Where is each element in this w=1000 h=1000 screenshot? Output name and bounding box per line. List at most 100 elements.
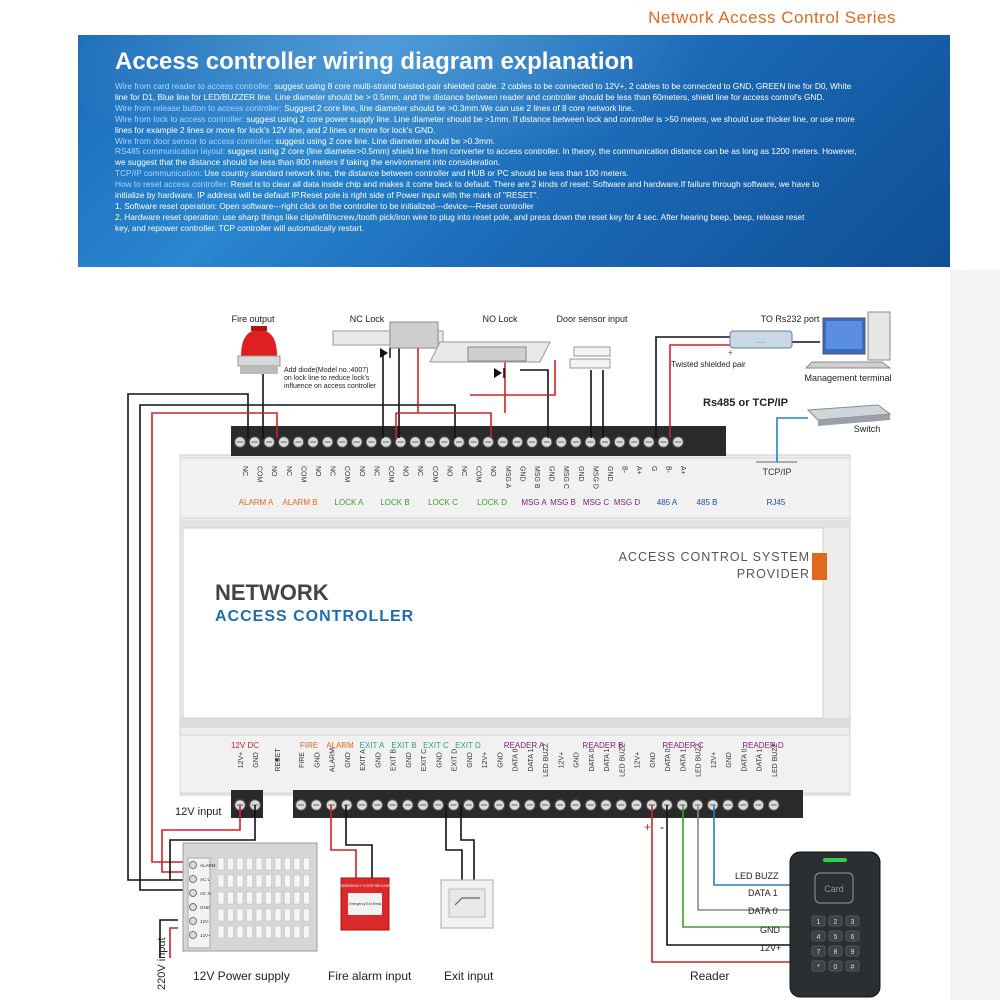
psu-terminal-screw[interactable] bbox=[189, 875, 197, 883]
beacon-dome-icon bbox=[241, 330, 277, 356]
banner-line: 2. Hardware reset operation: use sharp t… bbox=[115, 212, 915, 223]
top-terminal-label: NC bbox=[285, 466, 292, 476]
top-terminal-label: COM bbox=[475, 466, 482, 483]
bottom-group-label: EXIT B bbox=[391, 741, 416, 750]
psu-terminal-screw[interactable] bbox=[189, 917, 197, 925]
psu-terminal-screw[interactable] bbox=[189, 889, 197, 897]
controller-top-panel bbox=[179, 457, 851, 519]
top-terminal-label: NO bbox=[358, 466, 365, 477]
keypad-key-label: 7 bbox=[817, 949, 821, 956]
bottom-terminal-label: DATA 0 bbox=[513, 748, 520, 771]
top-terminal-label: MSG A bbox=[504, 466, 511, 489]
top-terminal-label: COM bbox=[431, 466, 438, 483]
bottom-group-label: FIRE bbox=[300, 741, 318, 750]
switch-device: Rs485 or TCP/IP Switch bbox=[703, 397, 892, 434]
fire-output-label: Fire output bbox=[231, 314, 275, 324]
no-lock-device: NO Lock bbox=[429, 314, 551, 378]
banner-line-text: Use country standard network line, the d… bbox=[202, 168, 629, 179]
bottom-group-label: EXIT D bbox=[455, 741, 481, 750]
keypad-key[interactable] bbox=[845, 915, 860, 927]
fire-alarm-box-top: EMERGENCY DOOR RELEASE bbox=[339, 884, 391, 888]
banner-title: Access controller wiring diagram explana… bbox=[115, 48, 634, 75]
bottom-terminal-label: FIRE bbox=[299, 752, 306, 768]
reset-dot-icon[interactable] bbox=[275, 758, 279, 762]
psu-terminal-label: AC N bbox=[200, 891, 211, 896]
fire-alarm-device: EMERGENCY DOOR RELEASE Emergency Exit Br… bbox=[328, 877, 412, 983]
top-terminal-label: GND bbox=[518, 466, 525, 482]
top-group-label: MSG D bbox=[614, 498, 640, 507]
keypad-key[interactable] bbox=[811, 930, 826, 942]
keypad-key-label: 3 bbox=[851, 919, 855, 926]
bottom-terminal-label: ALARM bbox=[330, 748, 337, 772]
bottom-terminal-label: 12V+ bbox=[558, 752, 565, 769]
keypad-key[interactable] bbox=[811, 945, 826, 957]
top-group-label: 485 B bbox=[697, 498, 718, 507]
psu-terminal-screw[interactable] bbox=[189, 903, 197, 911]
banner-line-text: 1. Software reset operation: Open softwa… bbox=[115, 200, 534, 211]
exit-device: Exit input bbox=[440, 879, 494, 983]
diode-icon bbox=[380, 348, 388, 358]
top-terminal-label: MSG D bbox=[591, 466, 598, 489]
psu-terminal-screw[interactable] bbox=[189, 861, 197, 869]
bottom-terminal-label: GND bbox=[314, 752, 321, 768]
diode-note-3: influence on access controller bbox=[284, 383, 377, 390]
keypad-key[interactable] bbox=[828, 945, 843, 957]
keypad-key[interactable] bbox=[828, 930, 843, 942]
banner-line: 1. Software reset operation: Open softwa… bbox=[115, 201, 915, 212]
keypad-key[interactable] bbox=[811, 915, 826, 927]
top-terminal-label: COM bbox=[256, 466, 263, 483]
fire-output-device: Fire output bbox=[231, 314, 281, 374]
keypad-key[interactable] bbox=[845, 930, 860, 942]
banner-line-text: lines for example 2 lines or more for lo… bbox=[115, 124, 436, 135]
bottom-group-label: READER A bbox=[504, 741, 545, 750]
door-sensor-device: Door sensor input bbox=[556, 314, 628, 369]
keypad-key-label: 9 bbox=[851, 949, 855, 956]
bottom-terminal-label: LED BUZZ bbox=[619, 742, 626, 777]
bottom-terminal-label: LED BUZZ bbox=[543, 742, 550, 777]
top-group-label: LOCK D bbox=[477, 498, 507, 507]
banner-line: initialize by hardware. IP address will … bbox=[115, 190, 915, 201]
top-terminal-label: A+ bbox=[635, 466, 642, 475]
top-group-label: ALARM B bbox=[282, 498, 317, 507]
reader-led-icon bbox=[823, 858, 847, 862]
reader-caption: Reader bbox=[690, 969, 729, 983]
bottom-terminal-label: 12V+ bbox=[238, 752, 245, 769]
top-group-label: LOCK A bbox=[335, 498, 365, 507]
bottom-terminal-label: 12V+ bbox=[711, 752, 718, 769]
keypad-key-label: 8 bbox=[834, 949, 838, 956]
exit-caption: Exit input bbox=[444, 969, 494, 983]
door-sensor-magnet-icon bbox=[573, 346, 611, 357]
bottom-terminal-label: 12V+ bbox=[482, 752, 489, 769]
keypad-key-label: 1 bbox=[817, 919, 821, 926]
psu-terminal-screw[interactable] bbox=[189, 931, 197, 939]
banner-line-text: key, and repower controller. TCP control… bbox=[115, 222, 365, 233]
bottom-terminal-label: LED BUZZ bbox=[696, 742, 703, 777]
banner-line: RS485 communication layout: suggest usin… bbox=[115, 146, 915, 157]
keypad-key[interactable] bbox=[811, 960, 826, 972]
keypad-key[interactable] bbox=[828, 960, 843, 972]
psu-terminal-label: AC L bbox=[200, 877, 211, 882]
bottom-terminal-label: GND bbox=[497, 752, 504, 768]
bottom-terminal-label: GND bbox=[650, 752, 657, 768]
keypad-key[interactable] bbox=[845, 960, 860, 972]
bottom-terminal-label: GND bbox=[375, 752, 382, 768]
top-group-label: RJ45 bbox=[767, 498, 786, 507]
bottom-terminal-label: GND bbox=[406, 752, 413, 768]
reader-minus-mark: - bbox=[660, 820, 664, 834]
psu-terminal-label: 12V+ bbox=[200, 933, 211, 938]
bottom-terminal-label: EXIT C bbox=[421, 749, 428, 771]
diode-note-1: Add diode(Model no.:4007) bbox=[284, 367, 368, 374]
banner-line: lines for example 2 lines or more for lo… bbox=[115, 125, 915, 136]
top-terminal-label: MSG C bbox=[562, 466, 569, 489]
keypad-key[interactable] bbox=[828, 915, 843, 927]
bottom-terminal-label: DATA 1 bbox=[528, 748, 535, 771]
banner-line-text: Suggest 2 core line, line diameter shoul… bbox=[281, 102, 634, 113]
input-12v-label: 12V input bbox=[175, 806, 221, 818]
banner-line-text: suggest using 8 core multi-strand twiste… bbox=[271, 81, 852, 91]
keypad-key[interactable] bbox=[845, 945, 860, 957]
psu-terminal-label: 12V- bbox=[200, 919, 210, 924]
reader-card-text: Card bbox=[824, 884, 844, 894]
wire-label-led-buzz: LED BUZZ bbox=[735, 871, 779, 881]
nc-lock-device: NC Lock Add diode(Model no.:4007) on loc… bbox=[284, 314, 444, 390]
